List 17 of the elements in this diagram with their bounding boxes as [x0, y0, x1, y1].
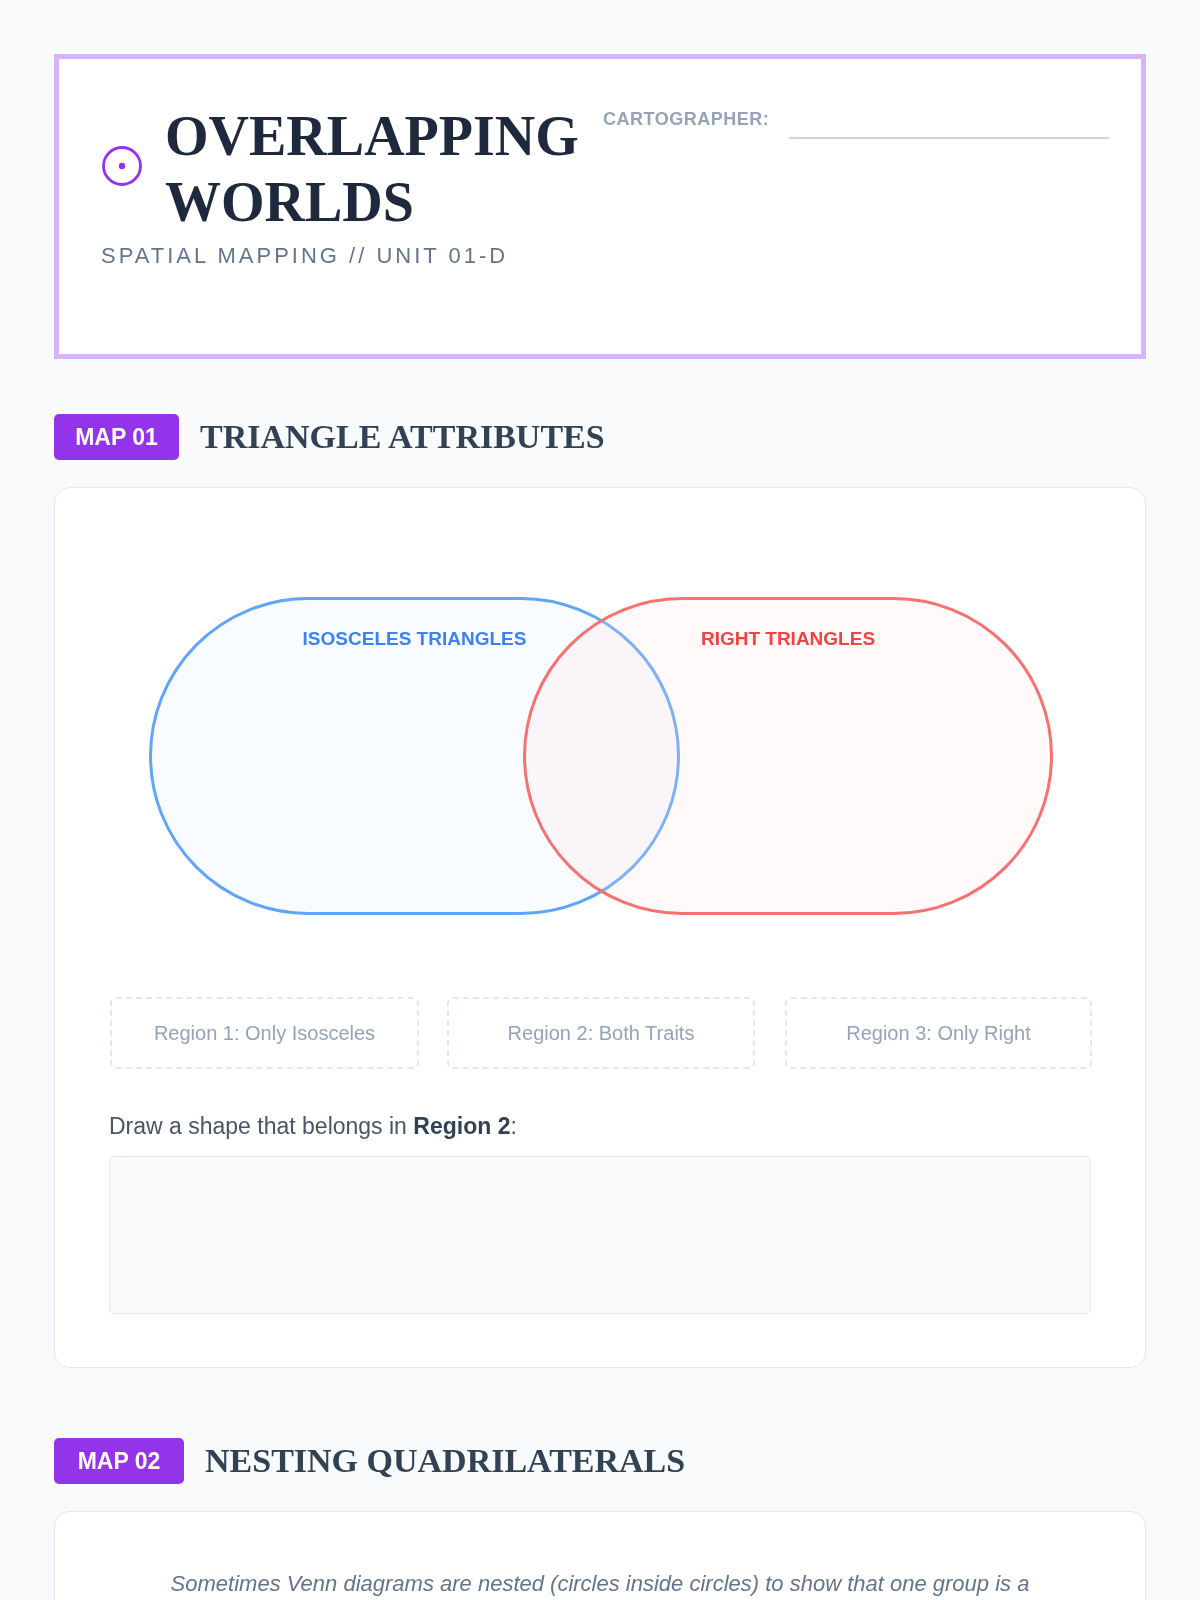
worksheet-card [54, 1511, 1146, 1600]
section-heading: TRIANGLE ATTRIBUTES [200, 417, 605, 457]
intro-text: Sometimes Venn diagrams are nested (circles inside circles) to show that one group is a [170, 1570, 1030, 1598]
subtitle: SPATIAL MAPPING // UNIT 01-D [101, 242, 509, 270]
set-label: RIGHT TRIANGLES [700, 628, 876, 650]
field-label: CARTOGRAPHER: [603, 108, 770, 130]
set-label: ISOSCELES TRIANGLES [302, 628, 527, 650]
prompt-text: Draw a shape that belongs in Region 2: [109, 1112, 517, 1140]
section-badge: MAP 02 [54, 1438, 184, 1484]
header-panel [54, 54, 1146, 359]
region-box: Region 3: Only Right [785, 997, 1092, 1069]
section-badge: MAP 01 [54, 414, 179, 460]
region-box: Region 2: Both Traits [447, 997, 755, 1069]
region-box: Region 1: Only Isosceles [110, 997, 419, 1069]
section-heading: NESTING QUADRILATERALS [205, 1441, 686, 1481]
worksheet-card [54, 487, 1146, 1368]
worksheet-title: OVERLAPPING WORLDS [165, 104, 580, 235]
